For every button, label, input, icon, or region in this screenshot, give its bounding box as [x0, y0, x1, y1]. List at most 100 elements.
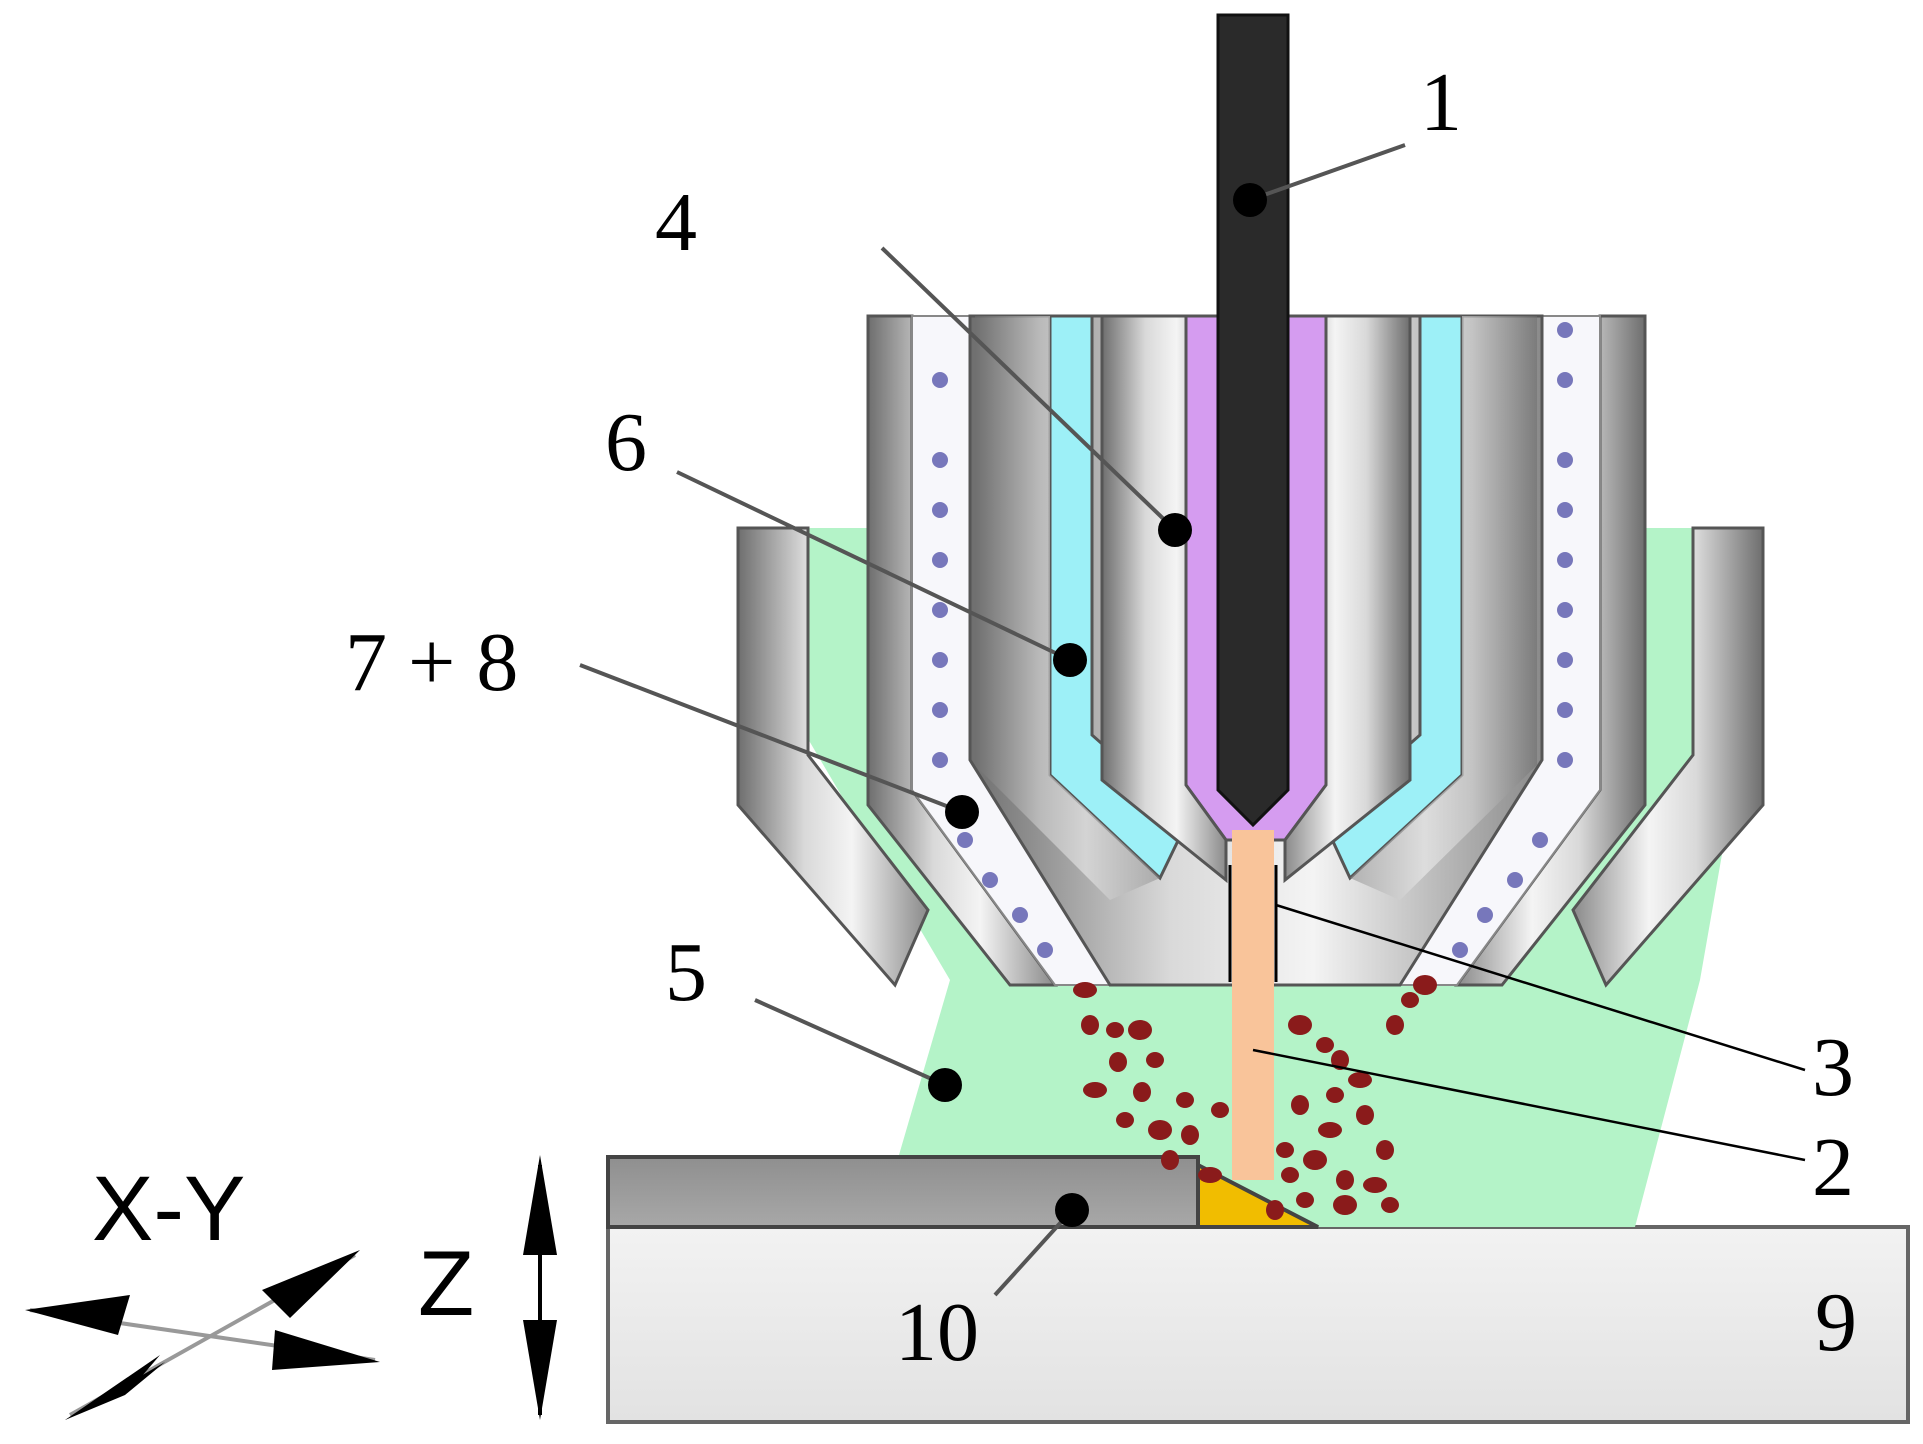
powder-particle	[1198, 1167, 1222, 1183]
dot-10	[1055, 1193, 1089, 1227]
powder-particle	[1083, 1082, 1107, 1098]
callout-1: 1	[1420, 56, 1462, 149]
carrier-particle	[1012, 907, 1028, 923]
carrier-particle	[1037, 942, 1053, 958]
powder-particle	[1336, 1170, 1354, 1190]
leader-line-10	[993, 1208, 1074, 1297]
powder-particle	[1211, 1102, 1229, 1118]
powder-particle	[1318, 1122, 1342, 1138]
deposited-layer	[606, 1155, 1200, 1229]
carrier-particle	[1532, 832, 1548, 848]
z-axis-arrow	[523, 1155, 557, 1420]
carrier-particle	[1477, 907, 1493, 923]
leader-line-3	[1275, 903, 1806, 1072]
powder-particle	[1296, 1192, 1314, 1208]
carrier-particle	[957, 832, 973, 848]
carrier-particle	[932, 552, 948, 568]
thin-leader-lines	[1252, 903, 1806, 1162]
carrier-particle	[932, 702, 948, 718]
outer-nozzle	[736, 526, 1765, 988]
callout-4: 4	[655, 176, 697, 269]
carrier-particle	[982, 872, 998, 888]
powder-particle	[1146, 1052, 1164, 1068]
leader-line-6	[676, 470, 1071, 662]
dot-78	[945, 795, 979, 829]
powder-particle	[1073, 982, 1097, 998]
powder-particle	[1276, 1142, 1294, 1158]
callout-78: 7 + 8	[345, 616, 518, 709]
callout-2: 2	[1812, 1121, 1854, 1214]
powder-particle	[1148, 1120, 1172, 1140]
powder-particle	[1356, 1105, 1374, 1125]
powder-particle	[1291, 1095, 1309, 1115]
powder-particle	[1381, 1197, 1399, 1213]
carrier-particle	[1557, 452, 1573, 468]
carrier-particle	[932, 752, 948, 768]
dot-6	[1053, 643, 1087, 677]
powder-particle	[1376, 1140, 1394, 1160]
carrier-particle	[1557, 552, 1573, 568]
carrier-particle	[1507, 872, 1523, 888]
carrier-particle	[1557, 322, 1573, 338]
powder-particle	[1116, 1112, 1134, 1128]
carrier-particle	[932, 452, 948, 468]
powder-particle	[1081, 1015, 1099, 1035]
xy-axis-arrows	[25, 1250, 380, 1420]
powder-particle	[1266, 1200, 1284, 1220]
callout-5: 5	[665, 926, 707, 1019]
leader-line-2	[1252, 1048, 1806, 1162]
plasma-arc	[1232, 830, 1274, 1180]
carrier-particle	[932, 652, 948, 668]
callout-9: 9	[1815, 1276, 1857, 1369]
substrate	[606, 1225, 1910, 1424]
leader-line-78	[579, 663, 963, 814]
powder-particle	[1386, 1015, 1404, 1035]
powder-particle	[1363, 1177, 1387, 1193]
powder-particle	[1413, 975, 1437, 995]
callout-3: 3	[1812, 1021, 1854, 1114]
leader-line-4	[880, 246, 1177, 532]
carrier-particle	[1557, 372, 1573, 388]
carrier-particle	[932, 372, 948, 388]
carrier-particle	[1557, 502, 1573, 518]
powder-particle	[1181, 1125, 1199, 1145]
carrier-particle	[1557, 652, 1573, 668]
powder-particle	[1161, 1150, 1179, 1170]
dot-5	[928, 1068, 962, 1102]
powder-particle	[1316, 1037, 1334, 1053]
carrier-particle	[1557, 752, 1573, 768]
powder-particles	[1073, 975, 1437, 1220]
powder-particle	[1109, 1052, 1127, 1072]
powder-particle	[1401, 992, 1419, 1008]
powder-particle	[1176, 1092, 1194, 1108]
leader-lines	[579, 143, 1406, 1297]
electrode	[1216, 13, 1290, 828]
axis-label-xy: X-Y	[92, 1158, 245, 1260]
powder-particle	[1331, 1050, 1349, 1070]
leader-line-1	[1249, 143, 1406, 202]
powder-particle	[1303, 1150, 1327, 1170]
powder-particle	[1128, 1020, 1152, 1040]
carrier-particle	[1557, 602, 1573, 618]
dot-4	[1158, 513, 1192, 547]
carrier-particle	[1557, 702, 1573, 718]
carrier-particle	[1452, 942, 1468, 958]
powder-particle	[1288, 1015, 1312, 1035]
powder-particle	[1133, 1082, 1151, 1102]
powder-particle	[1348, 1072, 1372, 1088]
carrier-particle	[932, 602, 948, 618]
leader-line-5	[754, 998, 946, 1087]
callout-10: 10	[895, 1286, 979, 1379]
powder-particle	[1326, 1087, 1344, 1103]
melt-pool	[1196, 1161, 1319, 1229]
axis-label-z: Z	[418, 1233, 474, 1335]
carrier-particle	[932, 502, 948, 518]
powder-carrier-particles	[932, 322, 1573, 958]
leader-dots	[928, 183, 1267, 1227]
powder-particle	[1333, 1195, 1357, 1215]
callout-6: 6	[605, 396, 647, 489]
dot-1	[1233, 183, 1267, 217]
powder-particle	[1106, 1022, 1124, 1038]
powder-particle	[1281, 1167, 1299, 1183]
